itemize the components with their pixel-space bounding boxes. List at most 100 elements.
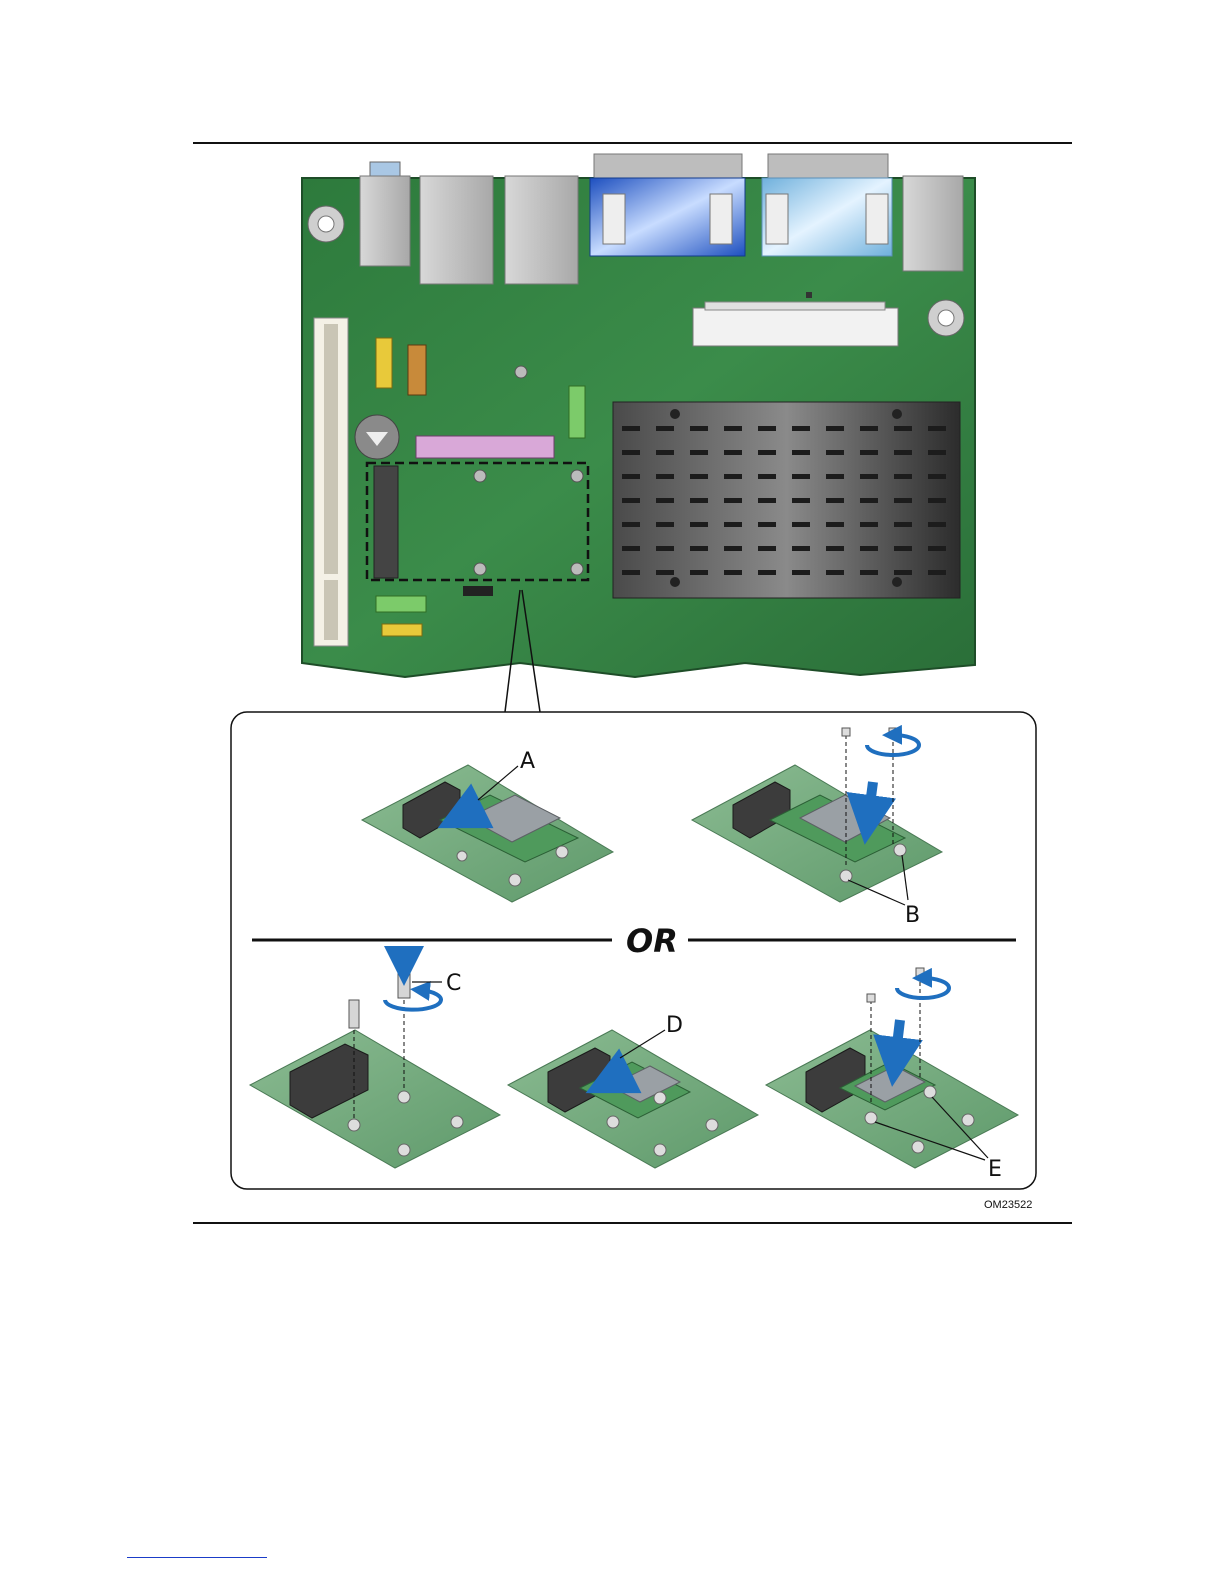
heatsink-fin bbox=[690, 450, 708, 455]
heatsink-fin bbox=[826, 522, 844, 527]
heatsink-fin bbox=[894, 474, 912, 479]
jumper-block-yellow bbox=[376, 338, 392, 388]
jumper-block bbox=[408, 345, 426, 395]
heatsink-fin bbox=[758, 474, 776, 479]
figure-id-label: OM23522 bbox=[984, 1199, 1032, 1211]
standoff-hole bbox=[474, 470, 486, 482]
standoff-hole bbox=[571, 470, 583, 482]
motherboard bbox=[302, 154, 975, 677]
jumper-block-green bbox=[569, 386, 585, 438]
heatsink-fin bbox=[690, 498, 708, 503]
heatsink-fin bbox=[656, 522, 674, 527]
heatsink-fin bbox=[724, 426, 742, 431]
heatsink-fin bbox=[894, 522, 912, 527]
heatsink-fin bbox=[622, 546, 640, 551]
header-pins bbox=[416, 436, 554, 458]
or-label: OR bbox=[626, 922, 678, 960]
screw-icon bbox=[867, 994, 875, 1002]
heatsink-fin bbox=[690, 426, 708, 431]
heatsink-fin bbox=[724, 546, 742, 551]
jumper-block-green bbox=[376, 596, 426, 612]
heatsink-fin bbox=[860, 474, 878, 479]
heatsink-fin bbox=[792, 570, 810, 575]
heatsink-fin bbox=[622, 522, 640, 527]
heatsink-fin bbox=[690, 474, 708, 479]
heatsink-fin bbox=[826, 450, 844, 455]
heatsink-fin bbox=[690, 570, 708, 575]
jumper-block bbox=[463, 586, 493, 596]
heatsink-fin bbox=[928, 570, 946, 575]
heatsink-fin bbox=[792, 498, 810, 503]
heatsink-fin bbox=[860, 450, 878, 455]
heatsink-fin bbox=[894, 570, 912, 575]
usb-lan-stack bbox=[505, 176, 578, 284]
heatsink-fin bbox=[894, 426, 912, 431]
mounting-hole bbox=[928, 300, 964, 336]
callout-c: C bbox=[446, 971, 461, 996]
heatsink-fin bbox=[656, 426, 674, 431]
heatsink-fin bbox=[826, 498, 844, 503]
standoff-hole bbox=[571, 563, 583, 575]
standoff-icon bbox=[398, 970, 410, 998]
heatsink-fin bbox=[622, 426, 640, 431]
arrow-down-icon bbox=[868, 782, 873, 820]
heatsink-fin bbox=[758, 450, 776, 455]
heatsink-fin bbox=[792, 546, 810, 551]
heatsink-fin bbox=[860, 498, 878, 503]
standoff-icon bbox=[349, 1000, 359, 1028]
heatsink-fin bbox=[758, 522, 776, 527]
heatsink-fin bbox=[792, 522, 810, 527]
footnote-separator bbox=[127, 1557, 267, 1558]
heatsink-fin bbox=[724, 474, 742, 479]
heatsink-fin bbox=[894, 546, 912, 551]
heatsink-fin bbox=[928, 546, 946, 551]
screw-icon bbox=[916, 968, 924, 976]
screw-icon bbox=[842, 728, 850, 736]
heatsink-fin bbox=[894, 498, 912, 503]
heatsink-fin bbox=[724, 570, 742, 575]
heatsink-fin bbox=[656, 498, 674, 503]
heatsink-fin bbox=[860, 570, 878, 575]
heatsink-fin bbox=[928, 450, 946, 455]
mounting-hole bbox=[308, 206, 344, 242]
heatsink-fin bbox=[792, 450, 810, 455]
heatsink-fin bbox=[622, 570, 640, 575]
heatsink-fin bbox=[758, 570, 776, 575]
heatsink-fin bbox=[792, 426, 810, 431]
heatsink-fin bbox=[826, 474, 844, 479]
heatsink-fin bbox=[758, 426, 776, 431]
heatsink-fin bbox=[928, 498, 946, 503]
vga-port bbox=[590, 154, 745, 256]
heatsink-fin bbox=[792, 474, 810, 479]
battery bbox=[355, 415, 399, 459]
heatsink-fin bbox=[758, 498, 776, 503]
heatsink-fin bbox=[656, 450, 674, 455]
heatsink-fin bbox=[724, 498, 742, 503]
heatsink-fin bbox=[656, 474, 674, 479]
heatsink-fin bbox=[826, 546, 844, 551]
pci-slot bbox=[314, 318, 348, 646]
heatsink-fin bbox=[656, 546, 674, 551]
callout-e: E bbox=[988, 1157, 1002, 1182]
heatsink-fin bbox=[826, 570, 844, 575]
heatsink-fin bbox=[656, 570, 674, 575]
usb-lan-stack bbox=[420, 176, 493, 284]
heatsink-fin bbox=[860, 546, 878, 551]
heatsink-fin bbox=[928, 426, 946, 431]
heatsink-fin bbox=[826, 426, 844, 431]
standoff-hole bbox=[474, 563, 486, 575]
callout-d: D bbox=[666, 1013, 683, 1038]
heatsink-fin bbox=[724, 450, 742, 455]
usb-stack bbox=[903, 176, 963, 271]
arrow-down-icon bbox=[895, 1020, 900, 1062]
heatsink-fin bbox=[894, 450, 912, 455]
callout-b: B bbox=[905, 903, 920, 928]
heatsink bbox=[613, 402, 960, 598]
jumper-block-yellow bbox=[382, 624, 422, 636]
heatsink-fin bbox=[928, 474, 946, 479]
heatsink-fin bbox=[622, 450, 640, 455]
audio-jack bbox=[360, 162, 410, 266]
heatsink-fin bbox=[622, 498, 640, 503]
heatsink-fin bbox=[758, 546, 776, 551]
